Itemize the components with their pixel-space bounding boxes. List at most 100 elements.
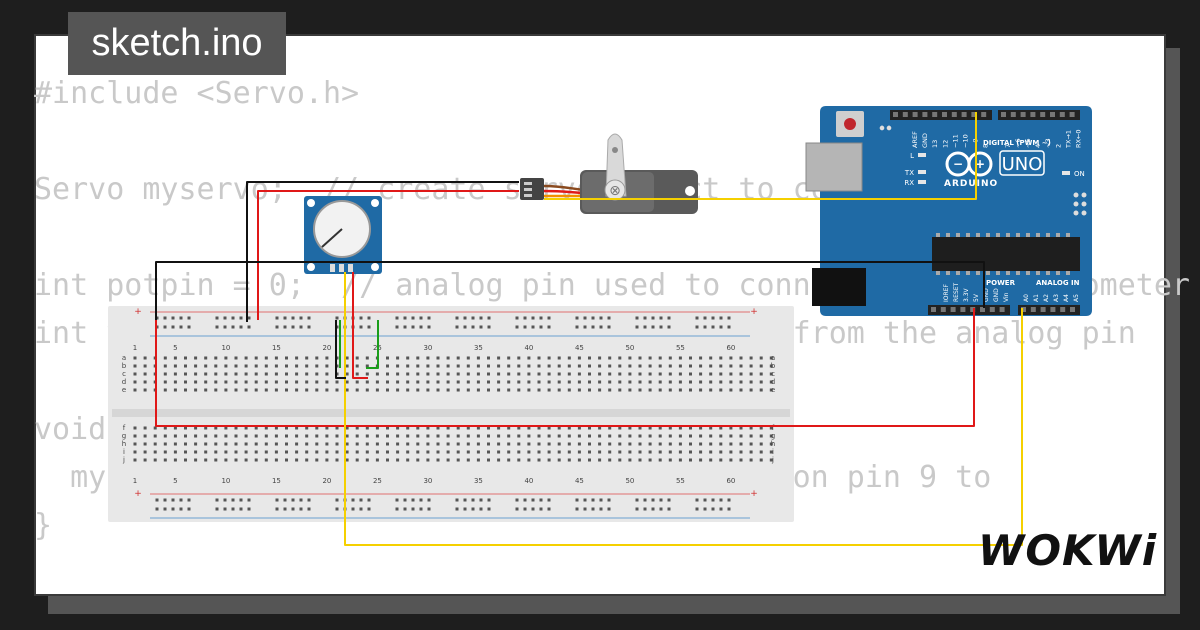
terminal-hole	[133, 434, 137, 438]
terminal-hole	[608, 426, 612, 430]
led	[918, 170, 926, 174]
chip-pin	[1036, 233, 1040, 237]
terminal-hole	[689, 458, 692, 462]
terminal-hole	[557, 442, 561, 446]
terminal-hole	[689, 388, 692, 392]
rail-hole	[487, 507, 491, 511]
terminal-hole	[476, 364, 480, 368]
terminal-hole	[345, 372, 349, 376]
terminal-hole	[689, 372, 692, 376]
terminal-hole	[497, 434, 501, 438]
rail-hole	[703, 325, 707, 329]
terminal-hole	[608, 450, 612, 454]
terminal-hole	[527, 458, 531, 462]
row-letter: f	[772, 424, 775, 432]
terminal-hole	[396, 442, 400, 446]
rail-hole	[599, 325, 603, 329]
header-pin	[980, 307, 985, 312]
terminal-hole	[668, 356, 672, 360]
wire-pot-a0	[344, 272, 1023, 546]
terminal-hole	[648, 380, 652, 384]
terminal-hole	[729, 372, 733, 376]
usb-connector	[805, 142, 863, 192]
terminal-hole	[466, 442, 470, 446]
terminal-hole	[406, 426, 410, 430]
rail-hole	[667, 498, 671, 502]
rail-hole	[179, 507, 183, 511]
terminal-hole	[133, 356, 137, 360]
rail-hole	[275, 498, 279, 502]
terminal-hole	[355, 442, 359, 446]
terminal-hole	[295, 380, 299, 384]
analog-header	[1018, 305, 1080, 315]
rail-hole	[547, 325, 551, 329]
terminal-hole	[355, 356, 359, 360]
terminal-hole	[416, 364, 420, 368]
terminal-hole	[577, 458, 581, 462]
terminal-hole	[375, 434, 379, 438]
terminal-hole	[315, 372, 319, 376]
terminal-hole	[365, 442, 369, 446]
rail-hole	[291, 325, 295, 329]
terminal-hole	[719, 380, 723, 384]
terminal-hole	[355, 426, 359, 430]
rail-hole	[411, 316, 415, 320]
terminal-hole	[274, 458, 278, 462]
chip-pin	[956, 271, 960, 275]
terminal-hole	[264, 458, 268, 462]
terminal-hole	[618, 442, 622, 446]
terminal-hole	[466, 356, 470, 360]
terminal-hole	[517, 356, 521, 360]
rail-hole	[531, 316, 535, 320]
chip-pin	[1046, 233, 1050, 237]
power-pin-label: 5V	[973, 293, 980, 302]
terminal-hole	[224, 380, 228, 384]
terminal-hole	[133, 364, 137, 368]
rail-hole	[727, 325, 731, 329]
terminal-hole	[456, 364, 460, 368]
terminal-hole	[709, 356, 713, 360]
rail-hole	[223, 316, 227, 320]
terminal-hole	[194, 372, 198, 376]
wire-servo-vcc	[257, 190, 519, 320]
terminal-hole	[466, 388, 470, 392]
rail-hole	[703, 498, 707, 502]
rail-hole	[471, 325, 475, 329]
terminal-hole	[608, 364, 612, 368]
pot-mount-hole	[307, 263, 315, 271]
terminal-hole	[244, 356, 248, 360]
terminal-hole	[497, 356, 501, 360]
terminal-hole	[224, 356, 228, 360]
terminal-hole	[699, 434, 703, 438]
chip-pin	[1016, 271, 1020, 275]
terminal-hole	[325, 434, 329, 438]
digital-pin-label: ~6	[1014, 138, 1022, 148]
terminal-hole	[456, 388, 460, 392]
code-line: #include <Servo.h>	[34, 76, 360, 111]
terminal-hole	[537, 450, 541, 454]
terminal-hole	[234, 426, 238, 430]
terminal-hole	[244, 458, 248, 462]
terminal-hole	[719, 364, 723, 368]
rail-hole	[583, 498, 587, 502]
terminal-hole	[588, 372, 591, 376]
chip-pin	[946, 271, 950, 275]
terminal-hole	[577, 450, 581, 454]
header-pin	[951, 112, 957, 117]
terminal-hole	[689, 442, 692, 446]
terminal-hole	[658, 356, 662, 360]
row-letter: c	[122, 370, 126, 378]
column-number: 5	[173, 477, 177, 485]
terminal-hole	[487, 434, 490, 438]
terminal-hole	[567, 380, 571, 384]
terminal-hole	[618, 426, 622, 430]
terminal-hole	[507, 380, 511, 384]
rail-hole	[163, 498, 167, 502]
terminal-hole	[678, 434, 682, 438]
terminal-hole	[527, 388, 531, 392]
chip-pin	[1026, 271, 1030, 275]
code-line: }	[34, 508, 53, 543]
row-letter: e	[122, 386, 126, 394]
terminal-hole	[133, 426, 137, 430]
rail-hole	[599, 507, 603, 511]
